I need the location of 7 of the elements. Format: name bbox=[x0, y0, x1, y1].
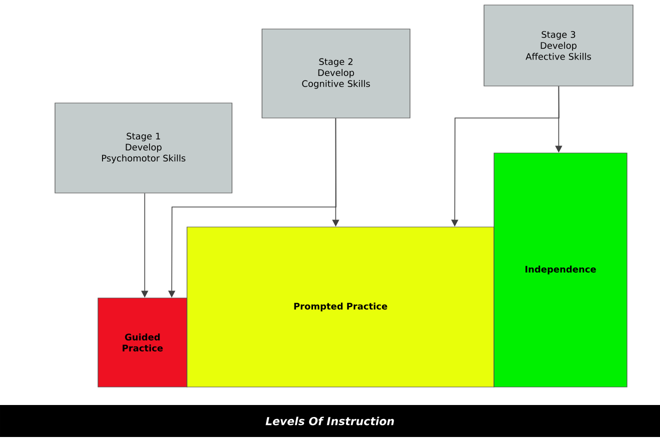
level-block: Independence bbox=[494, 152, 628, 388]
stage-box: Stage 1 Develop Psychomotor Skills bbox=[54, 102, 232, 194]
level-block: Prompted Practice bbox=[186, 226, 494, 388]
level-block: Guided Practice bbox=[98, 298, 188, 388]
caption-bar: Levels Of Instruction bbox=[0, 405, 660, 437]
stage-box: Stage 2 Develop Cognitive Skills bbox=[262, 28, 410, 118]
stage-box: Stage 3 Develop Affective Skills bbox=[484, 4, 634, 86]
